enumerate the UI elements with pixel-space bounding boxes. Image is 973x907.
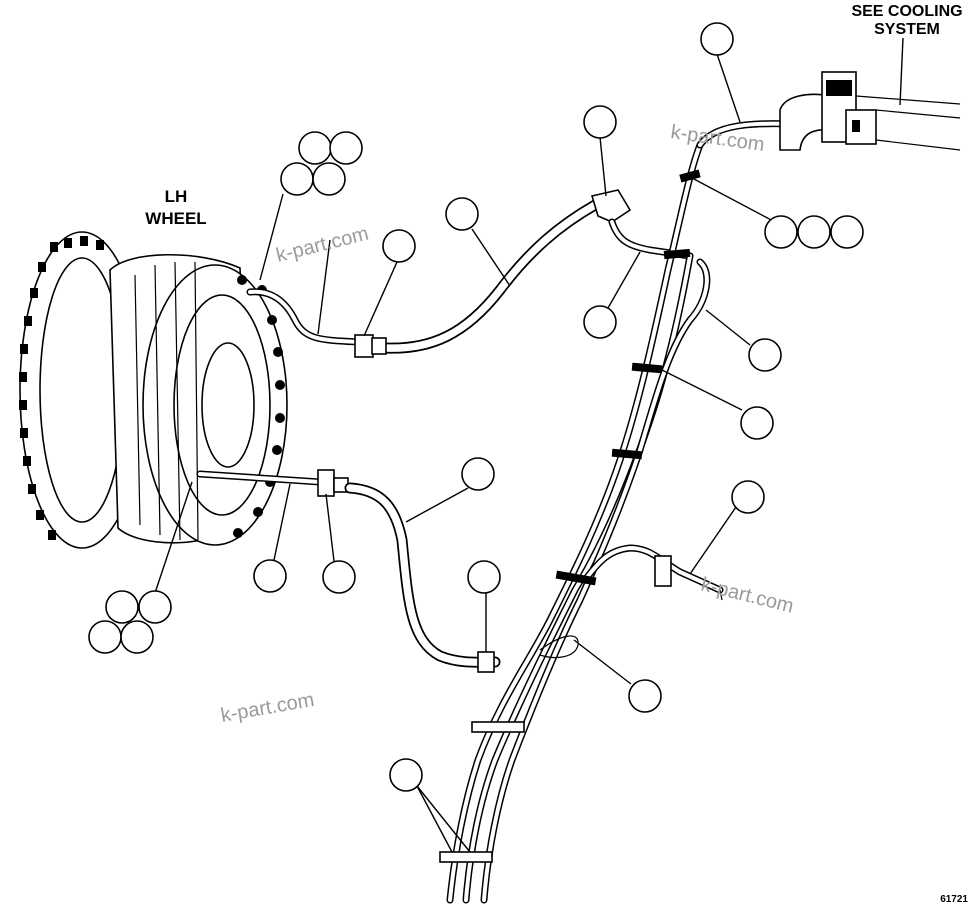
callout-bubble <box>138 590 172 624</box>
callout-bubble <box>280 162 314 196</box>
callout-bubble <box>329 131 363 165</box>
callout-bubble <box>322 560 356 594</box>
callout-bubble <box>253 559 287 593</box>
callout-bubble <box>382 229 416 263</box>
leader-lines <box>154 37 904 853</box>
callout-bubble <box>731 480 765 514</box>
lower-wheel-line <box>196 469 501 673</box>
callout-bubble <box>88 620 122 654</box>
hub-center <box>201 342 255 468</box>
callout-bubble <box>461 457 495 491</box>
callout-bubble <box>583 305 617 339</box>
upper-elbow-fitting <box>590 189 632 223</box>
callout-bubble <box>583 105 617 139</box>
upper-union-fitting <box>354 334 374 358</box>
callout-bubble <box>445 197 479 231</box>
callout-bubble <box>628 679 662 713</box>
callout-bubble <box>797 215 831 249</box>
callout-bubble <box>298 131 332 165</box>
callout-bubble <box>748 338 782 372</box>
watermark: k-part.com <box>219 689 316 727</box>
watermark: k-part.com <box>699 574 796 618</box>
drum-ribs <box>134 261 199 541</box>
callout-bubble <box>700 22 734 56</box>
cooling-connection <box>696 71 961 151</box>
main-tube-bundle <box>439 141 724 904</box>
callout-bubble <box>105 590 139 624</box>
lower-tee-fitting <box>317 469 335 497</box>
figure-number: 61721 <box>940 894 968 905</box>
callout-bubble <box>120 620 154 654</box>
see-cooling-label-line2: SYSTEM <box>874 21 940 38</box>
callout-circles <box>88 22 864 792</box>
tire-tread <box>19 236 104 540</box>
upper-wheel-line <box>246 189 694 358</box>
callout-bubble <box>764 215 798 249</box>
callout-bubble <box>389 758 423 792</box>
callout-bubble <box>830 215 864 249</box>
callout-bubble <box>740 406 774 440</box>
callout-bubble <box>312 162 346 196</box>
bundle-clamps <box>439 169 701 863</box>
callout-bubble <box>467 560 501 594</box>
lh-wheel-assembly <box>19 231 288 549</box>
watermark: k-part.com <box>274 223 371 267</box>
lower-union-fitting <box>477 651 495 673</box>
right-branch-fitting <box>654 555 672 587</box>
lh-wheel-label-line2: WHEEL <box>145 209 206 228</box>
lh-wheel-label-line1: LH <box>165 187 188 206</box>
see-cooling-label-line1: SEE COOLING <box>851 3 962 20</box>
